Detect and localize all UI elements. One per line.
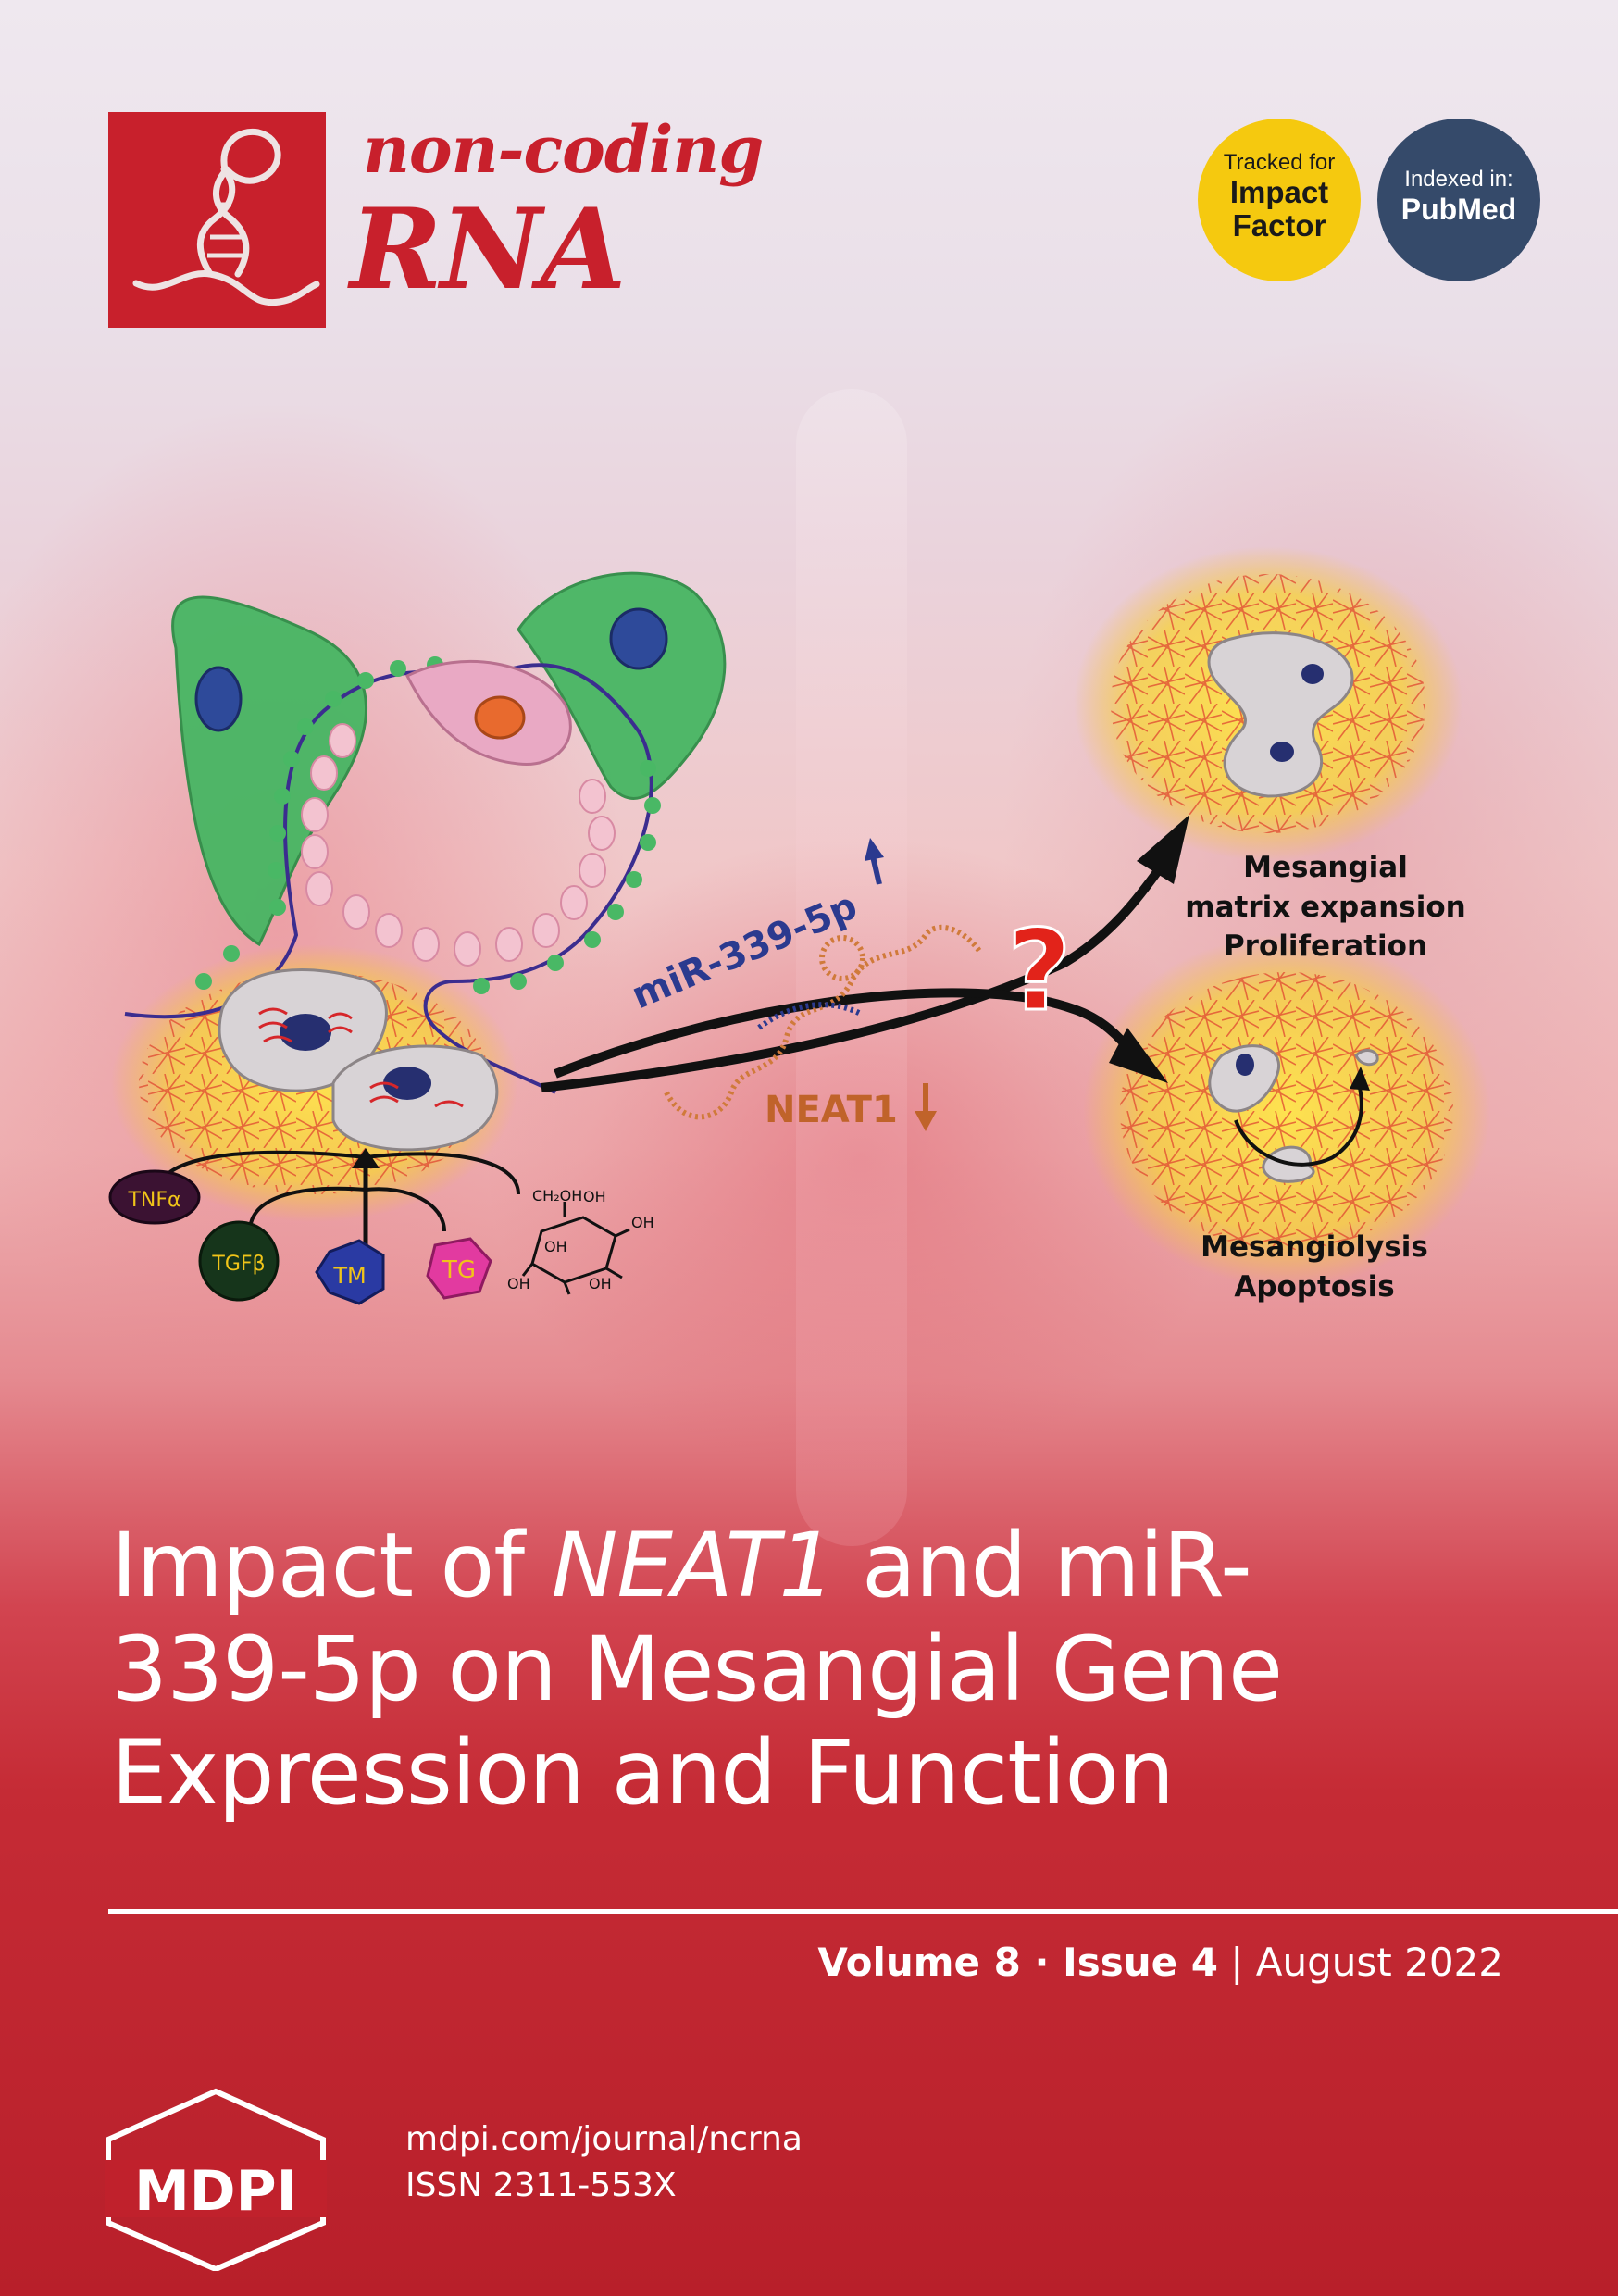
neat1-down-arrowhead bbox=[915, 1111, 937, 1131]
pubmed-badge: Indexed in: PubMed bbox=[1377, 119, 1540, 281]
endothelial-cells bbox=[301, 723, 616, 967]
cover-illustration: ? miR-339-5p NEAT1 Mesangial matrix expa… bbox=[108, 546, 1490, 1305]
arrow-to-apoptosis bbox=[554, 988, 1138, 1079]
journal-issn: ISSN 2311-553X bbox=[405, 2166, 677, 2204]
journal-name-line1: non-coding bbox=[363, 111, 764, 188]
proliferating-nucleus-2 bbox=[1270, 742, 1294, 762]
mir-rna-strand bbox=[757, 1002, 863, 1030]
apoptotic-cell-fragment bbox=[1354, 1049, 1379, 1067]
apoptotic-cell-1 bbox=[1208, 1044, 1281, 1113]
arrow-to-proliferation bbox=[541, 863, 1166, 1092]
tm-badge bbox=[315, 1239, 385, 1305]
mir-up-arrow bbox=[870, 855, 882, 885]
journal-name-line2: RNA bbox=[350, 184, 627, 315]
neat1-loop bbox=[819, 935, 865, 981]
arrowhead-apoptosis bbox=[1109, 1028, 1168, 1083]
mesangial-nucleus-1 bbox=[280, 1014, 331, 1051]
glucose-oh-5: OH bbox=[589, 1275, 612, 1292]
neat1-rna-strand bbox=[664, 924, 984, 1120]
mdpi-logo: MDPI bbox=[105, 2088, 327, 2271]
glucose-ch2oh: CH₂OH bbox=[532, 1187, 582, 1204]
journal-logo-mark bbox=[108, 112, 326, 328]
title-line-3: Expression and Function bbox=[111, 1721, 1175, 1825]
issue-date: August 2022 bbox=[1255, 1940, 1503, 1985]
stimuli-arrow-curve bbox=[156, 1150, 520, 1232]
stimuli-arrow-head bbox=[352, 1148, 380, 1168]
issue-separator: · bbox=[1020, 1940, 1064, 1985]
apoptotic-nucleus-1 bbox=[1236, 1054, 1254, 1076]
impact-factor-badge: Tracked for Impact Factor bbox=[1198, 119, 1361, 281]
er-stress-marks bbox=[258, 1007, 464, 1108]
endothelial-nucleus bbox=[474, 695, 526, 740]
neat1-label: NEAT1 bbox=[765, 1089, 898, 1131]
tgf-beta-badge bbox=[198, 1220, 280, 1302]
rna-helix-icon bbox=[132, 128, 320, 306]
badge-impact-line3: Factor bbox=[1232, 208, 1326, 243]
podocyte-nucleus-right bbox=[609, 607, 668, 670]
tm-label: TM bbox=[332, 1263, 366, 1289]
badge-impact-line2: Impact bbox=[1229, 175, 1329, 209]
glucose-oh-4: OH bbox=[507, 1275, 530, 1292]
podocyte-nucleus-left bbox=[194, 666, 243, 732]
tgf-beta-label: TGFβ bbox=[211, 1253, 265, 1276]
apoptosis-cycle-arrowhead bbox=[1350, 1067, 1370, 1091]
proliferating-nucleus-1 bbox=[1301, 664, 1324, 684]
fibers-bottom-right bbox=[1120, 972, 1453, 1250]
divider-rule bbox=[108, 1909, 1618, 1914]
badge-impact-line1: Tracked for bbox=[1223, 150, 1336, 175]
badge-pubmed-line2: PubMed bbox=[1400, 193, 1517, 226]
mdpi-logo-gap bbox=[105, 2160, 327, 2217]
issue-label: Issue 4 bbox=[1063, 1940, 1218, 1985]
badge-pubmed-line1: Indexed in: bbox=[1404, 167, 1513, 192]
glucose-oh-3: OH bbox=[544, 1238, 567, 1255]
outcome-top-3: Proliferation bbox=[1224, 930, 1427, 963]
mir-up-arrowhead bbox=[865, 838, 884, 861]
mdpi-logo-text: MDPI bbox=[134, 2159, 297, 2224]
issue-info: Volume 8 · Issue 4 | August 2022 bbox=[817, 1940, 1503, 1985]
volume-label: Volume 8 bbox=[817, 1940, 1021, 1985]
glucose-molecule-icon bbox=[521, 1202, 630, 1295]
article-title: Impact of NEAT1 and miR- 339-5p on Mesan… bbox=[111, 1514, 1555, 1825]
capillary-foot-processes bbox=[195, 656, 661, 994]
title-gene-italic: NEAT1 bbox=[551, 1514, 836, 1617]
glucose-oh-1: OH bbox=[583, 1188, 606, 1205]
outcome-bottom-2: Apoptosis bbox=[1234, 1270, 1394, 1304]
journal-url[interactable]: mdpi.com/journal/ncrna bbox=[405, 2120, 803, 2158]
outcome-top-2: matrix expansion bbox=[1185, 891, 1465, 924]
capillary-loop bbox=[124, 663, 653, 1094]
mesangial-nucleus-2 bbox=[383, 1067, 431, 1100]
glucose-oh-2: OH bbox=[631, 1214, 654, 1231]
outcome-bottom-1: Mesangiolysis bbox=[1201, 1230, 1428, 1264]
title-line-2: 339-5p on Mesangial Gene bbox=[111, 1617, 1283, 1721]
background-vessel-column bbox=[796, 389, 907, 1546]
title-line-1: Impact of NEAT1 and miR- bbox=[111, 1514, 1555, 1617]
podocyte-right bbox=[517, 571, 727, 800]
background-kidney-left bbox=[0, 398, 629, 1416]
mdpi-hexagon-icon bbox=[106, 2088, 326, 2271]
outcome-top-1: Mesangial bbox=[1243, 851, 1408, 884]
question-mark: ? bbox=[1007, 907, 1072, 1036]
arrowhead-proliferation bbox=[1137, 815, 1189, 884]
title-part1: Impact of bbox=[111, 1514, 552, 1617]
issue-bar: | bbox=[1217, 1940, 1256, 1985]
title-part2: and miR- bbox=[834, 1514, 1252, 1617]
tnf-alpha-label: TNFα bbox=[127, 1189, 180, 1212]
apoptosis-cycle-arrow bbox=[1234, 1082, 1363, 1167]
tnf-alpha-badge bbox=[108, 1169, 201, 1225]
tg-badge bbox=[426, 1237, 492, 1300]
tg-label: TG bbox=[442, 1256, 476, 1284]
